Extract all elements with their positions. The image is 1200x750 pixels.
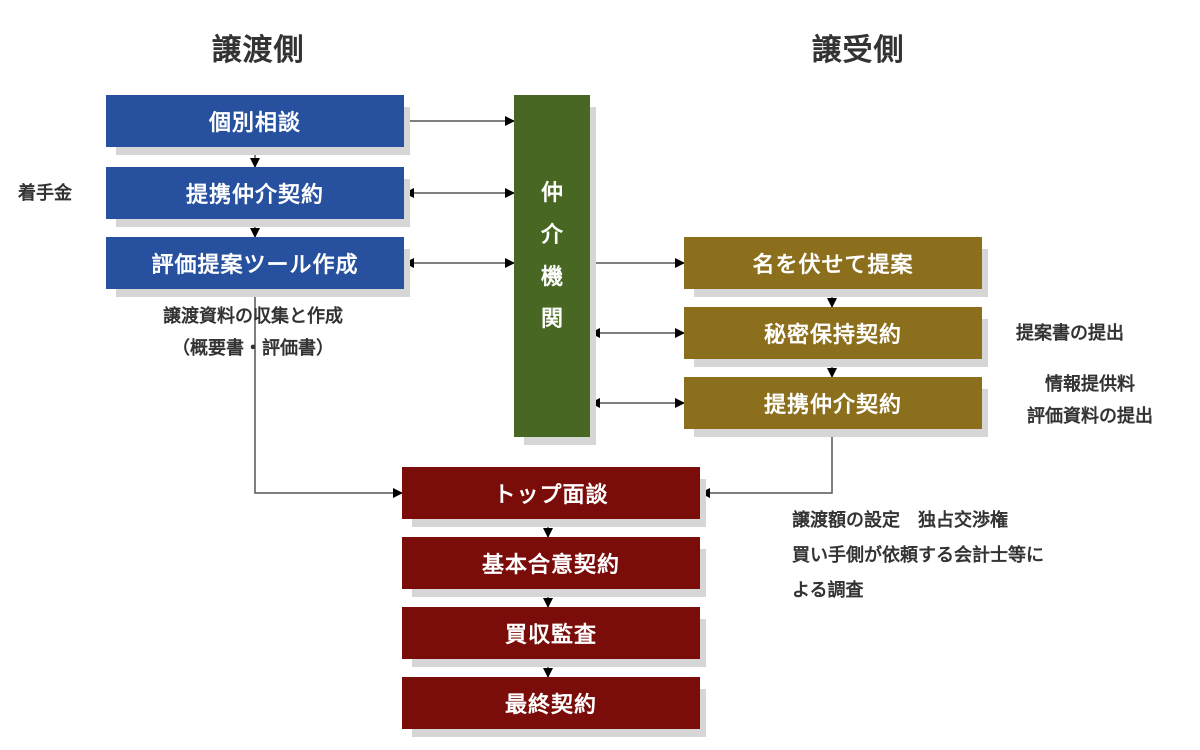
broker-char: 介 xyxy=(540,223,563,248)
buyer-step-nda: 秘密保持契約 xyxy=(684,307,982,359)
note-info-fee-line1: 情報提供料 xyxy=(1045,374,1135,395)
seller-step-valuation-tool: 評価提案ツール作成 xyxy=(106,237,404,289)
broker-char: 仲 xyxy=(540,181,563,206)
seller-step-brokerage-contract: 提携仲介契約 xyxy=(106,167,404,219)
buyer-step-anonymous-proposal: 名を伏せて提案 xyxy=(684,237,982,289)
arrow-seller-to-meeting xyxy=(254,289,403,498)
broker-char: 機 xyxy=(540,265,563,290)
note-seller-documents-line1: 譲渡資料の収集と作成 xyxy=(163,306,343,327)
note-info-fee: 情報提供料 評価資料の提出 xyxy=(1005,369,1175,433)
seller-side-heading: 譲渡側 xyxy=(211,33,305,68)
note-joint-line1: 譲渡額の設定 独占交渉権 xyxy=(792,510,1008,531)
seller-step-individual-consultation: 個別相談 xyxy=(106,95,404,147)
buyer-side-heading: 譲受側 xyxy=(811,33,905,68)
note-seller-documents-line2: （概要書・評価書） xyxy=(172,338,334,359)
note-seller-documents: 譲渡資料の収集と作成 （概要書・評価書） xyxy=(128,301,378,365)
note-joint-line2: 買い手側が依頼する会計士等に xyxy=(792,545,1044,566)
note-retainer: 着手金 xyxy=(18,183,72,204)
note-joint-details: 譲渡額の設定 独占交渉権 買い手側が依頼する会計士等に よる調査 xyxy=(792,503,1044,608)
buyer-step-brokerage-contract: 提携仲介契約 xyxy=(684,377,982,429)
broker-agency-box: 仲 介 機 関 xyxy=(514,95,590,437)
note-info-fee-line2: 評価資料の提出 xyxy=(1027,406,1153,427)
joint-step-final-contract: 最終契約 xyxy=(402,677,700,729)
note-joint-line3: よる調査 xyxy=(792,580,864,601)
joint-step-due-diligence: 買収監査 xyxy=(402,607,700,659)
joint-step-top-meeting: トップ面談 xyxy=(402,467,700,519)
joint-step-basic-agreement: 基本合意契約 xyxy=(402,537,700,589)
broker-char: 関 xyxy=(540,307,563,332)
arrow-buyer-to-meeting xyxy=(700,429,833,498)
note-proposal-submission: 提案書の提出 xyxy=(1016,323,1124,344)
